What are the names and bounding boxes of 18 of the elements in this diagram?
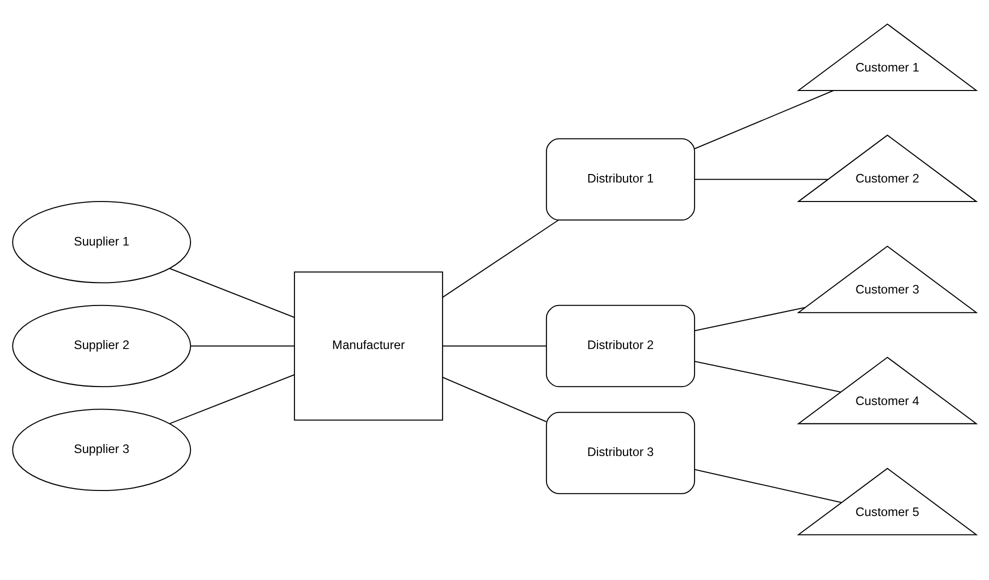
node-box: Distributor 3: [546, 411, 696, 494]
connector: [190, 345, 294, 346]
connector: [694, 468, 842, 503]
connector: [442, 376, 546, 422]
node-ellipse: Supplier 2: [12, 304, 192, 387]
connector: [442, 219, 559, 298]
connector: [694, 90, 834, 149]
node-box: Distributor 1: [546, 138, 696, 220]
node-box: Manufacturer: [294, 270, 444, 420]
connector: [694, 306, 806, 331]
connector: [442, 345, 546, 346]
connector: [170, 268, 295, 318]
node-ellipse: Suuplier 1: [12, 200, 192, 283]
connector: [170, 374, 295, 424]
connector: [694, 178, 828, 180]
node-ellipse: Supplier 3: [12, 408, 192, 491]
node-box: Distributor 2: [546, 304, 696, 387]
connector: [694, 360, 841, 392]
